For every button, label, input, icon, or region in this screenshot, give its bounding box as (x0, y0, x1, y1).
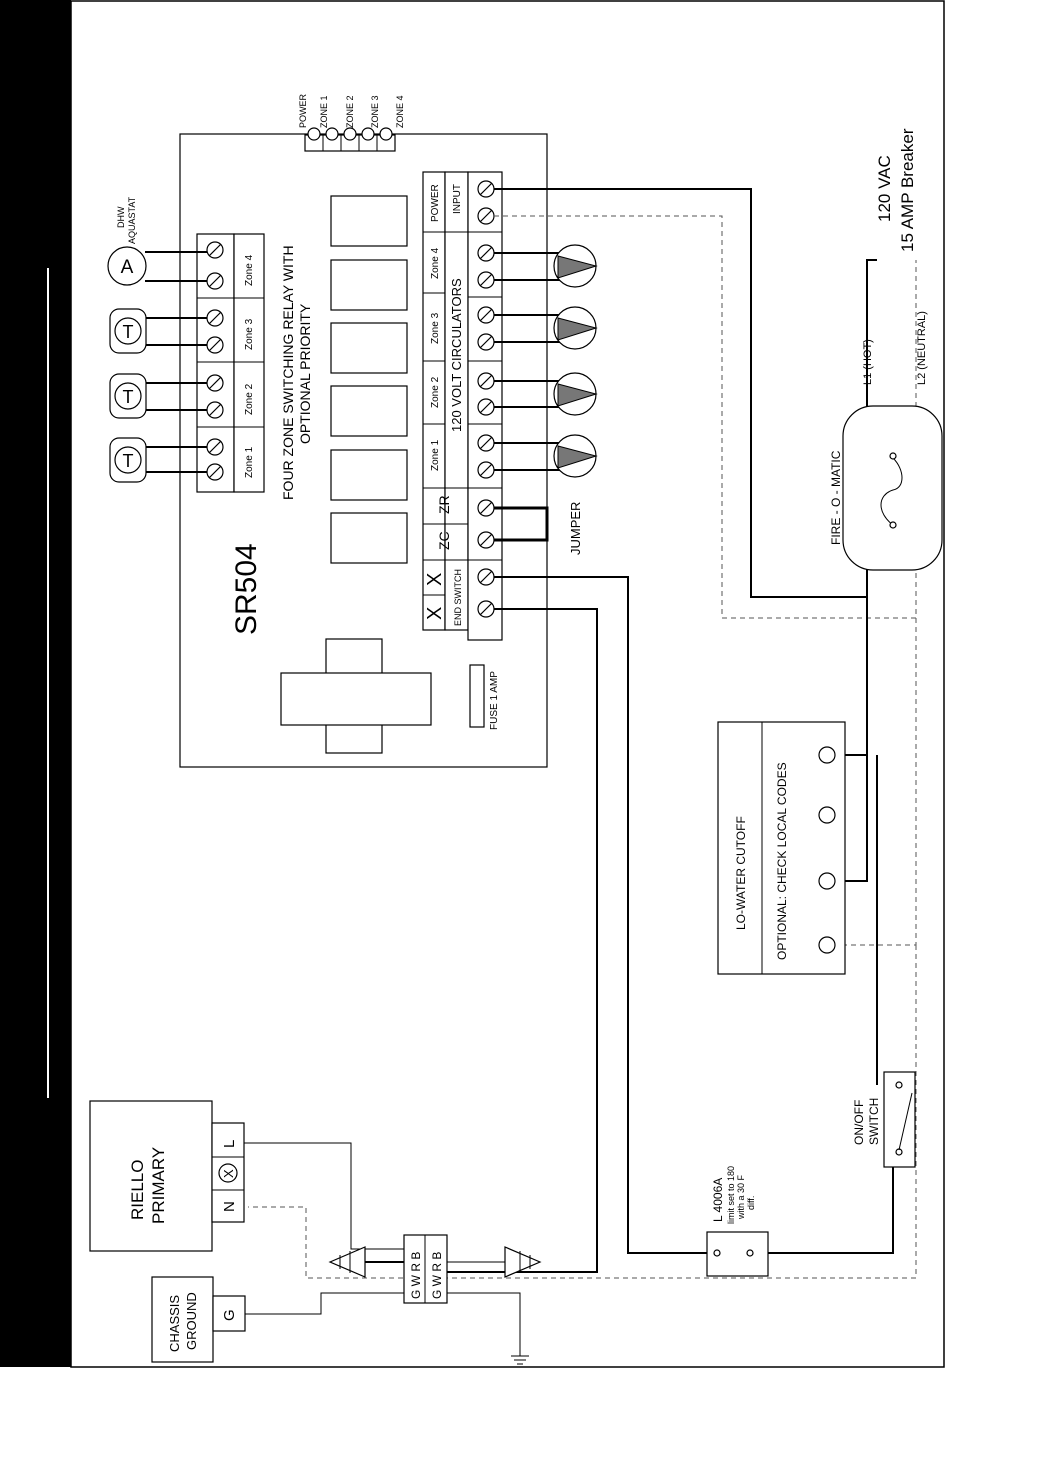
circulators-label: 120 VOLT CIRCULATORS (449, 278, 464, 432)
earth-ground-icon (511, 1355, 529, 1365)
end-switch-label: END SWITCH (453, 569, 463, 626)
fire-o-matic-fusible-link (880, 457, 903, 526)
aquastat-icon (107, 246, 147, 286)
lwco-box (717, 721, 846, 975)
controller-model: SR504 (230, 543, 263, 635)
chassis-ground (151, 1276, 214, 1363)
aquastat-label-line1: DHW (116, 206, 126, 228)
thermostat-zone2 (109, 373, 147, 419)
limit-line3: with a 30 F (736, 1174, 746, 1220)
lwco-title: LO-WATER CUTOFF (734, 816, 748, 930)
riello-l-wire (244, 1142, 410, 1250)
thermostat-zone2-symbol: T (123, 387, 134, 407)
chassis-terminal-g: G (221, 1309, 238, 1321)
limit-model: L 4006A (711, 1178, 725, 1222)
thermostat-zone3-symbol: T (123, 322, 134, 342)
tstat-zone3-label: Zone 3 (244, 318, 255, 350)
strip-power-label: POWER (430, 184, 441, 222)
x-mark-1: X (424, 573, 446, 586)
aquastat-label-line2: AQUASTAT (127, 196, 137, 244)
fire-o-matic-label: FIRE - O - MATIC (829, 450, 843, 545)
limit-line2: limit set to 180 (726, 1166, 736, 1224)
led-zone-3: ZONE 3 (370, 95, 380, 128)
gwrb-row2: G W R B (430, 1252, 444, 1299)
tstat-zone2-label: Zone 2 (244, 383, 255, 415)
riello-terminal-n: N (221, 1201, 238, 1212)
thermostat-zone1 (109, 437, 147, 483)
riello-terminal-x-ring (218, 1163, 238, 1183)
jumper-label: JUMPER (568, 502, 583, 555)
led-zone-4: ZONE 4 (395, 95, 405, 128)
x-mark-2: X (424, 607, 446, 620)
right-terminal-screws (477, 180, 495, 618)
relay-blocks (330, 195, 408, 564)
fire-o-matic-contact-1 (889, 452, 897, 460)
riello-terminal-x: X (221, 1169, 236, 1178)
wire-nut-left-icon (328, 1246, 404, 1278)
strip-zone2-label: Zone 2 (430, 376, 441, 408)
tstat-zone1-label: Zone 1 (244, 446, 255, 478)
led-zone-1: ZONE 1 (319, 95, 329, 128)
side-band (0, 0, 71, 1367)
limit-terminal-1 (713, 1249, 721, 1257)
strip-zone3-label: Zone 3 (430, 312, 441, 344)
switch-contacts (895, 1081, 913, 1156)
fuse-label: FUSE 1 AMP (489, 671, 500, 730)
lwco-note: OPTIONAL: CHECK LOCAL CODES (775, 762, 789, 960)
chassis-terminal (212, 1295, 246, 1332)
lwco-terminals (818, 746, 836, 954)
supply-wiring (248, 188, 917, 1279)
fire-o-matic-contact-2 (889, 521, 897, 529)
strip-zone4-label: Zone 4 (430, 247, 441, 279)
supply-breaker: 15 AMP Breaker (898, 128, 917, 252)
switch-label-line1: ON/OFF (852, 1100, 866, 1145)
limit-terminal-2 (746, 1249, 754, 1257)
fuse (469, 664, 485, 728)
aquastat-symbol: A (121, 257, 134, 278)
supply-voltage: 120 VAC (875, 155, 894, 222)
fire-o-matic-valve (842, 405, 943, 571)
jumper-wire (494, 506, 549, 542)
led-zone-2: ZONE 2 (345, 95, 355, 128)
page-frame (70, 0, 945, 1368)
thermostat-screws (206, 241, 224, 481)
riello-line2: PRIMARY (149, 1147, 168, 1224)
zr-label: ZR (436, 495, 452, 514)
ground-wire (245, 1292, 521, 1356)
controller-title-line2: OPTIONAL PRIORITY (297, 303, 313, 444)
tstat-zone4-label: Zone 4 (244, 254, 255, 286)
thermostat-zone1-symbol: T (123, 451, 134, 471)
led-power: POWER (298, 93, 308, 128)
riello-terminal-l: L (221, 1140, 238, 1148)
supply-l1: L1 (HOT) (862, 339, 874, 385)
limit-line4: diff. (746, 1196, 756, 1210)
circulator-pumps (494, 244, 598, 478)
thermostat-zone3 (109, 308, 147, 354)
chassis-line2: GROUND (184, 1292, 199, 1350)
strip-input-label: INPUT (452, 184, 463, 214)
thermostat-wires (145, 251, 207, 473)
chassis-line1: CHASSIS (167, 1295, 182, 1352)
strip-zone1-label: Zone 1 (430, 439, 441, 471)
led-strip (304, 127, 396, 152)
zc-label: ZC (436, 531, 452, 550)
controller-title-line1: FOUR ZONE SWITCHING RELAY WITH (280, 245, 296, 500)
wire-nut-right-icon (504, 1246, 542, 1278)
gwrb-row1: G W R B (409, 1252, 423, 1299)
transformer (280, 638, 432, 754)
supply-l2: L2 (NEUTRAL) (916, 311, 928, 385)
switch-label-line2: SWITCH (867, 1098, 881, 1145)
riello-line1: RIELLO (128, 1160, 147, 1220)
